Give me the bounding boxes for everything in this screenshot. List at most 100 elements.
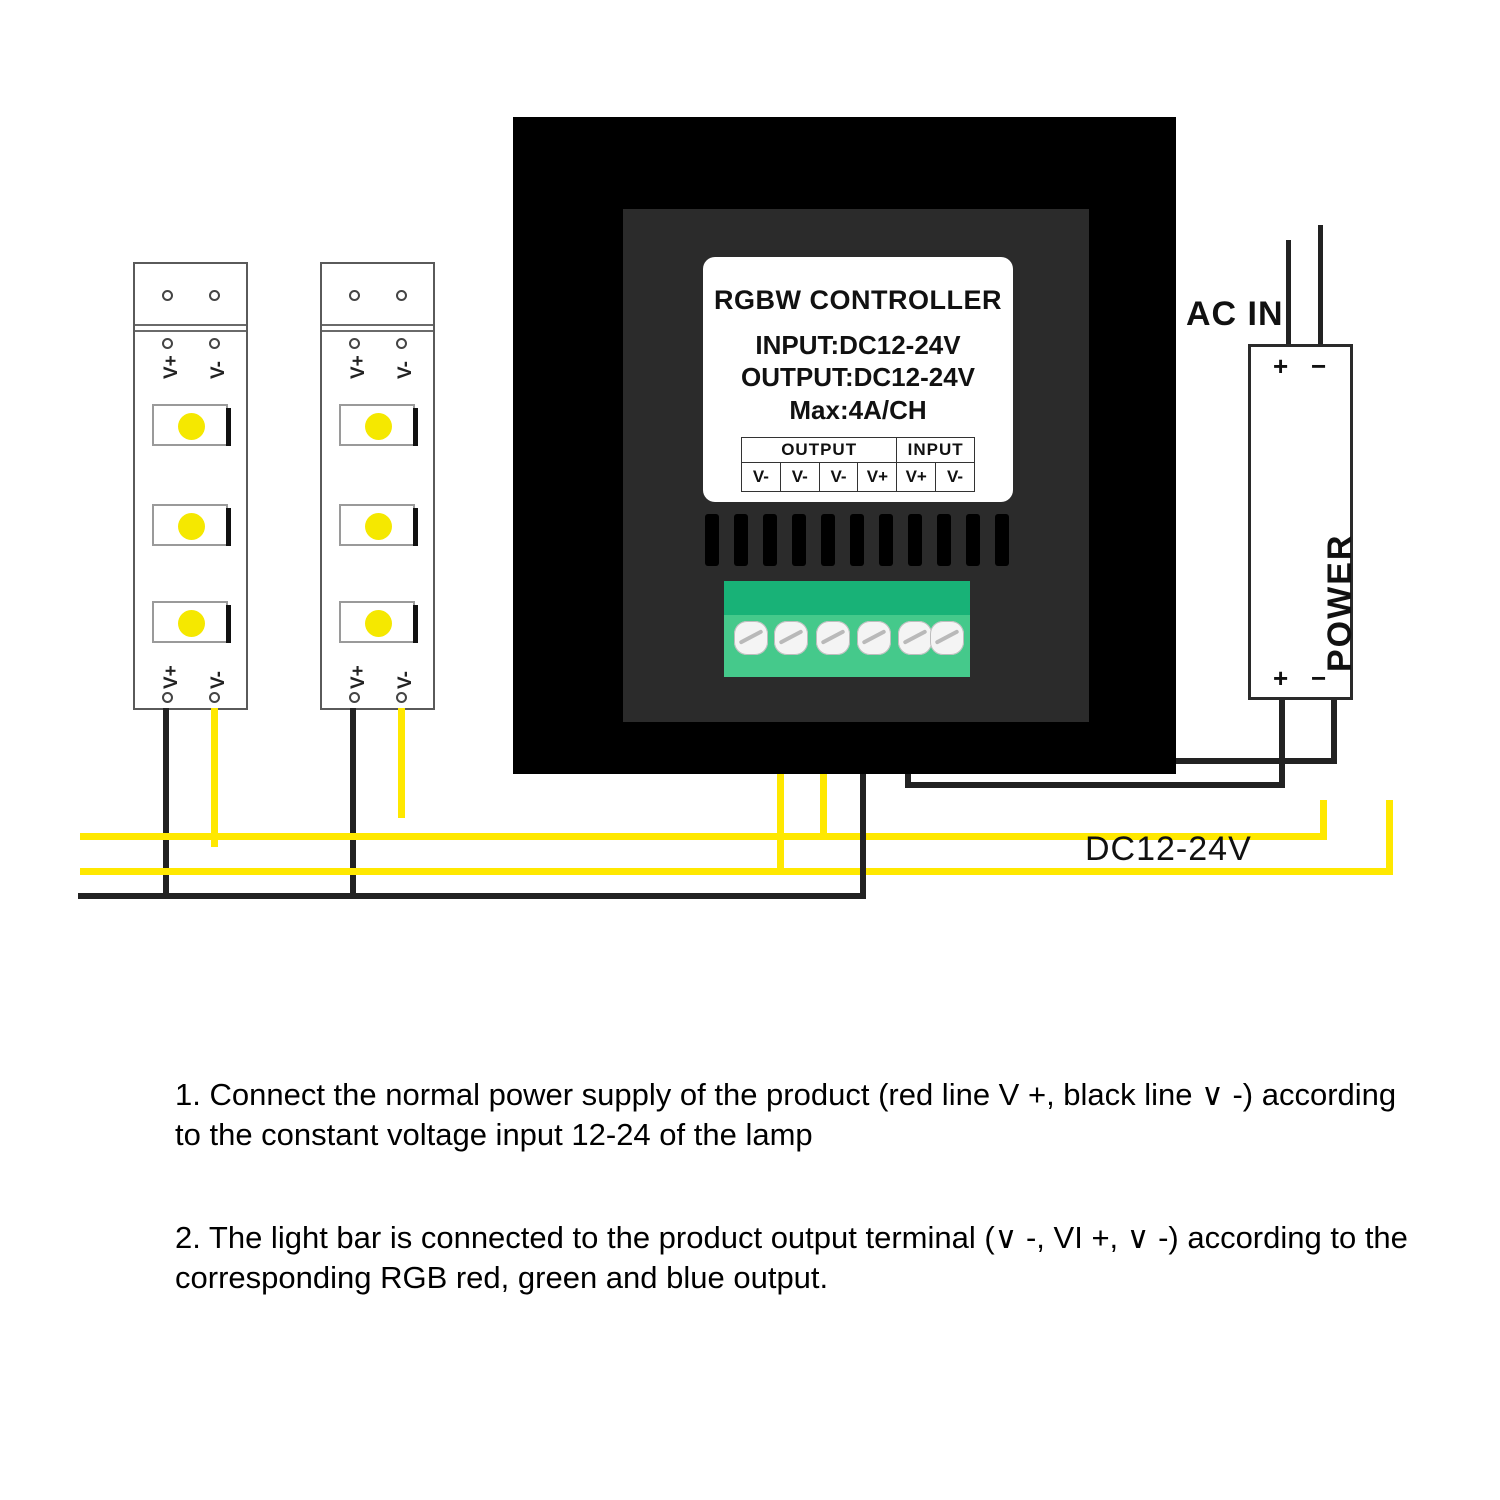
screw-terminal-3[interactable] xyxy=(816,621,850,655)
controller-spec-label: RGBW CONTROLLER INPUT:DC12-24V OUTPUT:DC… xyxy=(703,257,1013,502)
terminal-cell: V- xyxy=(741,462,781,492)
vent-slot xyxy=(850,514,864,566)
led-emitter xyxy=(365,513,392,540)
pad-top-outer-negative xyxy=(396,290,407,301)
ac-in-label: AC IN xyxy=(1186,295,1284,333)
vent-slot xyxy=(763,514,777,566)
led-emitter xyxy=(178,513,205,540)
wire-ac-in-live xyxy=(1286,240,1291,345)
controller-title: RGBW CONTROLLER xyxy=(714,285,1002,315)
psu-top-negative: − xyxy=(1311,351,1327,381)
strip-bottom-label-positive: V+ xyxy=(161,665,182,689)
controller-face-plate: RGBW CONTROLLER INPUT:DC12-24V OUTPUT:DC… xyxy=(513,117,1176,774)
led-strip-left: V+ V- V+ V- xyxy=(133,262,248,710)
instruction-item-1: 1. Connect the normal power supply of th… xyxy=(175,1077,1397,1153)
led-module xyxy=(339,404,418,446)
terminal-cell: V- xyxy=(779,462,820,492)
strip-bottom-label-negative: V- xyxy=(208,671,229,689)
vent-slot xyxy=(995,514,1009,566)
wire-strip1-negative-drop xyxy=(211,708,218,847)
terminal-group-input: INPUT xyxy=(896,437,975,463)
led-strip-right: V+ V- V+ V- xyxy=(320,262,435,710)
led-module xyxy=(152,504,231,546)
screw-terminal-2[interactable] xyxy=(774,621,808,655)
controller-output-spec: OUTPUT:DC12-24V xyxy=(740,362,976,392)
vent-slot xyxy=(966,514,980,566)
strip-divider xyxy=(135,326,246,332)
psu-bottom-positive: + xyxy=(1273,663,1289,693)
controller-body: RGBW CONTROLLER INPUT:DC12-24V OUTPUT:DC… xyxy=(623,209,1089,722)
led-module xyxy=(339,504,418,546)
controller-max-spec: Max:4A/CH xyxy=(789,395,927,425)
pad-top-outer-positive xyxy=(349,290,360,301)
wire-black-riser-to-controller xyxy=(860,660,866,899)
vent-slot xyxy=(792,514,806,566)
strip-top-label-positive: V+ xyxy=(348,355,369,379)
pad-top-negative xyxy=(396,338,407,349)
strip-top-label-positive: V+ xyxy=(161,355,182,379)
wire-yellow-bus-lower xyxy=(80,868,1393,875)
psu-bottom-negative: − xyxy=(1311,663,1327,693)
strip-top-label-negative: V- xyxy=(208,361,229,379)
wire-ac-in-neutral xyxy=(1318,225,1323,345)
terminal-legend-table: OUTPUT INPUT V- V- V- V+ V+ V- xyxy=(740,437,975,492)
pad-top-negative xyxy=(209,338,220,349)
led-module xyxy=(152,601,231,643)
psu-label: POWER xyxy=(1321,533,1359,672)
vent-slot xyxy=(879,514,893,566)
led-module xyxy=(339,601,418,643)
screw-terminal-5[interactable] xyxy=(898,621,932,655)
terminal-cell: V- xyxy=(818,462,859,492)
screw-terminal-4[interactable] xyxy=(857,621,891,655)
dc-voltage-label: DC12-24V xyxy=(1085,830,1252,868)
wire-yellow-bus-upper-riser xyxy=(1320,800,1327,840)
vent-slot xyxy=(821,514,835,566)
wire-black-psu-positive-riser xyxy=(1279,700,1285,788)
vent-slot xyxy=(705,514,719,566)
led-emitter xyxy=(178,413,205,440)
screw-terminal-6[interactable] xyxy=(930,621,964,655)
strip-bottom-label-negative: V- xyxy=(395,671,416,689)
pad-top-positive xyxy=(162,338,173,349)
strip-top-pad-area xyxy=(322,264,433,326)
terminal-block-top-rail xyxy=(724,581,970,615)
pad-top-positive xyxy=(349,338,360,349)
led-emitter xyxy=(178,610,205,637)
screw-terminal-1[interactable] xyxy=(734,621,768,655)
instruction-item-2: 2. The light bar is connected to the pro… xyxy=(175,1219,1408,1295)
terminal-cell: V+ xyxy=(896,462,937,492)
wire-black-psu-negative-riser xyxy=(1331,700,1337,764)
wire-black-common-bus xyxy=(78,893,866,899)
wire-strip2-negative-drop xyxy=(398,708,405,818)
pad-bottom-negative xyxy=(209,692,220,703)
vent-slot xyxy=(734,514,748,566)
led-emitter xyxy=(365,610,392,637)
wire-yellow-bus-lower-riser xyxy=(1386,800,1393,875)
led-emitter xyxy=(365,413,392,440)
strip-top-pad-area xyxy=(135,264,246,326)
vent-slot xyxy=(937,514,951,566)
terminal-group-output: OUTPUT xyxy=(740,437,898,463)
controller-input-spec: INPUT:DC12-24V xyxy=(755,330,961,360)
power-supply-unit: + − POWER + − xyxy=(1248,344,1359,700)
wire-yellow-bus-upper xyxy=(80,833,1327,840)
terminal-legend-cell-row: V- V- V- V+ V+ V- xyxy=(741,462,975,492)
strip-bottom-label-positive: V+ xyxy=(348,665,369,689)
led-module xyxy=(152,404,231,446)
wire-strip1-positive-drop xyxy=(163,708,169,898)
psu-top-positive: + xyxy=(1273,351,1289,381)
wire-black-terminal5-run xyxy=(905,782,1285,788)
pad-top-outer-negative xyxy=(209,290,220,301)
vent-slot xyxy=(908,514,922,566)
screw-terminal-block xyxy=(724,581,970,677)
terminal-cell: V- xyxy=(935,462,975,492)
terminal-cell: V+ xyxy=(857,462,898,492)
pad-top-outer-positive xyxy=(162,290,173,301)
pad-bottom-negative xyxy=(396,692,407,703)
instructions-block: 1. Connect the normal power supply of th… xyxy=(175,1075,1410,1298)
pad-bottom-positive xyxy=(162,692,173,703)
heatsink-vents xyxy=(703,514,1018,566)
terminal-legend-group-row: OUTPUT INPUT xyxy=(740,437,975,463)
wire-strip2-positive-drop xyxy=(350,708,356,898)
